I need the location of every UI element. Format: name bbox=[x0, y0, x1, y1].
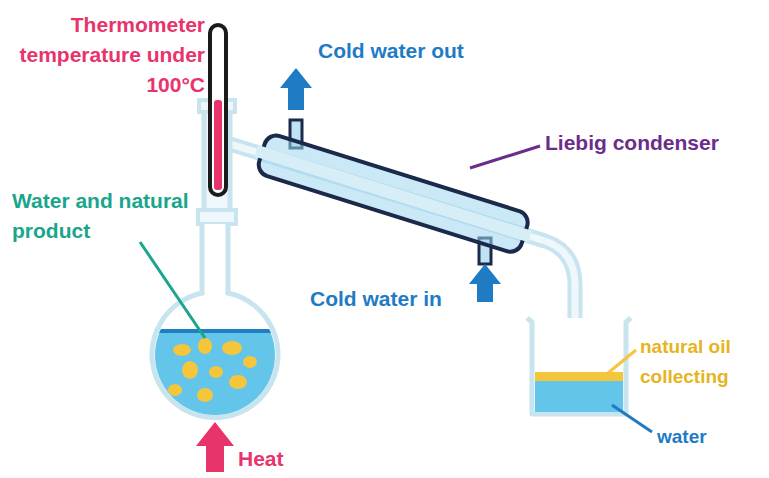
water-label: water bbox=[657, 422, 707, 452]
water-in-label: Cold water in bbox=[310, 284, 442, 314]
oil-label: natural oil collecting bbox=[640, 332, 762, 392]
thermometer-label: Thermometer temperature under 100°C bbox=[5, 10, 205, 100]
thermometer-column bbox=[214, 100, 222, 190]
flask-contents-label: Water and natural product bbox=[12, 186, 208, 246]
condenser-jacket bbox=[250, 131, 536, 257]
ground-joint bbox=[198, 210, 236, 224]
condenser-leader bbox=[470, 146, 540, 168]
collected-water bbox=[535, 380, 623, 412]
condenser-label: Liebig condenser bbox=[545, 128, 719, 158]
oil-leader bbox=[608, 350, 636, 373]
water-in-arrow bbox=[469, 264, 501, 302]
water-out-arrow bbox=[280, 68, 312, 110]
heat-arrow bbox=[196, 422, 234, 472]
flask-leader bbox=[140, 242, 205, 338]
water-leader bbox=[612, 405, 652, 432]
heat-label: Heat bbox=[238, 444, 284, 474]
thermometer bbox=[210, 25, 226, 195]
water-out-label: Cold water out bbox=[318, 36, 464, 66]
flask-liquid bbox=[150, 330, 280, 430]
